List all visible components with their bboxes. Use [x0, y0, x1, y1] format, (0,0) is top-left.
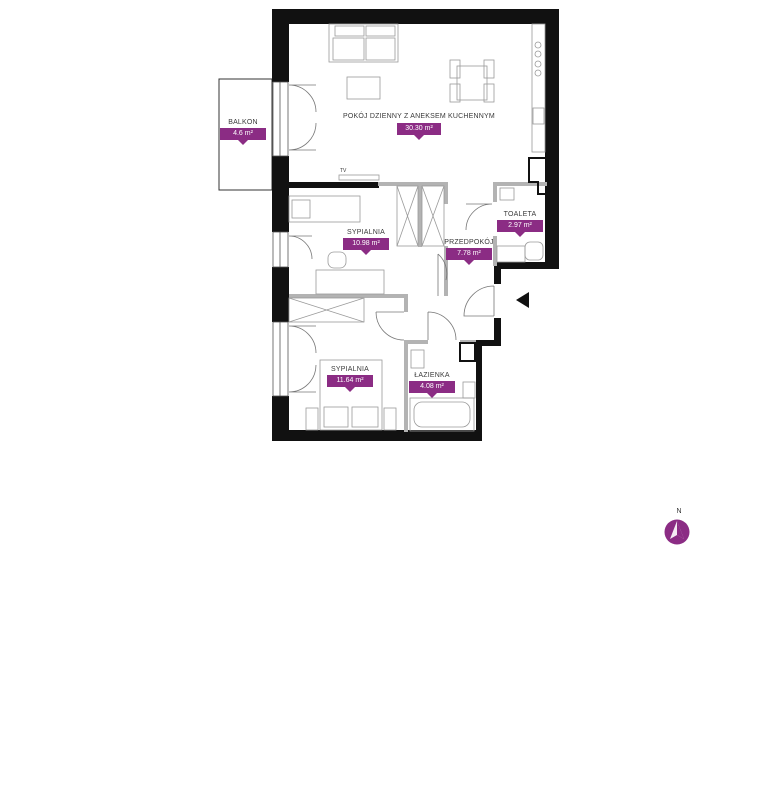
balcony-name: BALKON: [228, 119, 258, 126]
hallway-name: PRZEDPOKÓJ: [444, 239, 494, 246]
windows: [272, 81, 289, 397]
door-swings: [288, 84, 495, 393]
bedroom-2-area: 11.64 m²: [327, 375, 373, 392]
living-room-area: 30.30 m²: [397, 123, 441, 140]
furniture: [288, 23, 546, 432]
bedroom-1-area: 10.98 m²: [343, 238, 389, 255]
exterior-walls: [272, 9, 559, 441]
bathroom-area: 4.08 m²: [409, 381, 455, 398]
toilet-name: TOALETA: [503, 211, 537, 218]
bathroom-name: ŁAZIENKA: [414, 372, 450, 379]
tv-label: TV: [340, 168, 347, 174]
bedroom-1-name: SYPIALNIA: [347, 229, 385, 236]
toilet-area: 2.97 m²: [497, 220, 543, 237]
north-label: N: [676, 508, 682, 515]
hallway-area: 7.78 m²: [446, 248, 492, 265]
balcony-outline: [218, 78, 273, 191]
balcony-area: 4.6 m²: [220, 128, 266, 145]
bedroom-2-name: SYPIALNIA: [331, 366, 369, 373]
living-room-name: POKÓJ DZIENNY Z ANEKSEM KUCHENNYM: [343, 113, 495, 120]
compass-icon: [664, 519, 690, 545]
shafts: [459, 157, 554, 362]
entrance-arrow-icon: [516, 292, 529, 308]
